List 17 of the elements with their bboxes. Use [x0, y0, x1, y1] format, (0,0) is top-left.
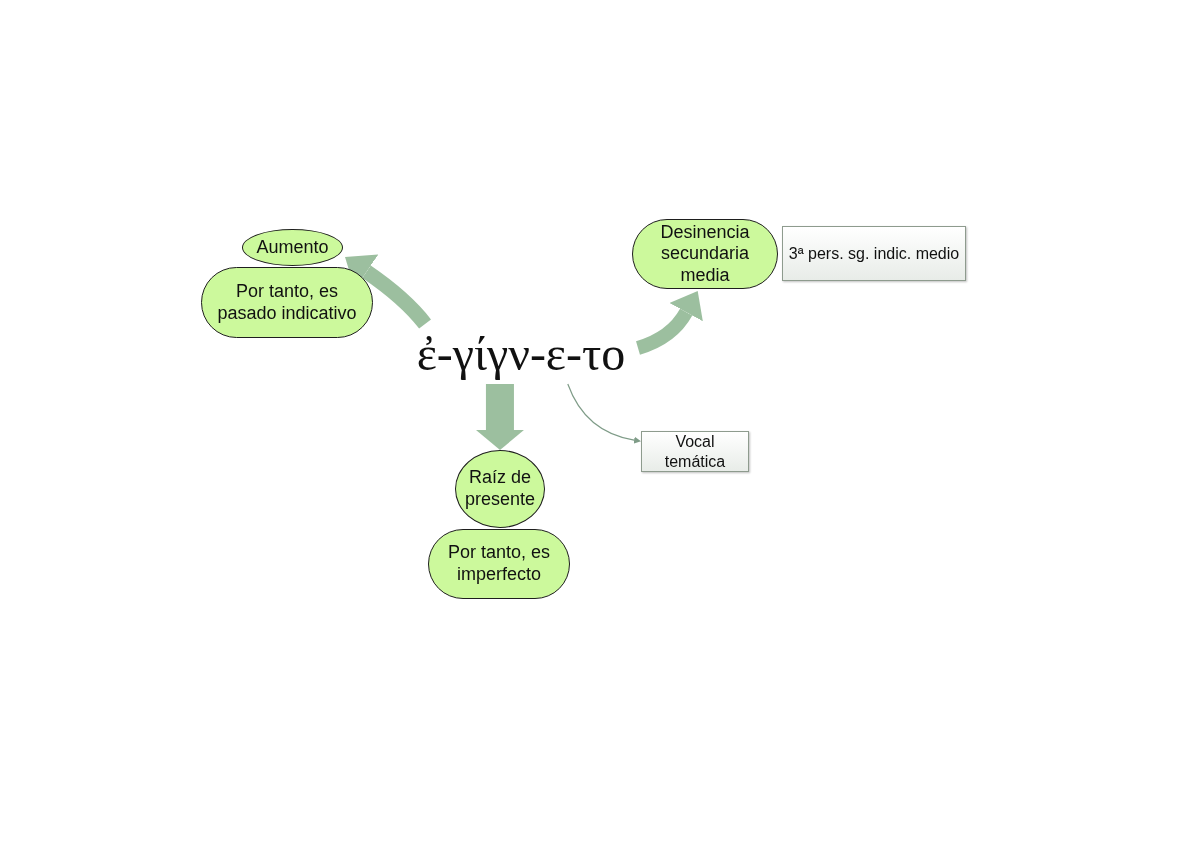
- node-label: Aumento: [256, 236, 329, 259]
- rounded-node: [201, 267, 373, 338]
- rounded-node: [632, 219, 778, 289]
- note-rectangle: [641, 431, 749, 472]
- node-label: Por tanto, es pasado indicativo: [216, 280, 358, 325]
- node-label: Desinencia secundaria media: [659, 221, 751, 287]
- curved-arrow: [635, 291, 703, 355]
- block-arrow: [476, 384, 524, 450]
- curved-arrow: [345, 254, 431, 329]
- thin-arrow: [567, 383, 641, 444]
- node-label: Por tanto, es imperfecto: [446, 542, 552, 586]
- greek-word: ἐ-γίγν-ε-το: [404, 324, 638, 384]
- node-label: 3ª pers. sg. indic. medio: [788, 243, 960, 264]
- node-label: Vocal temática: [663, 432, 727, 471]
- note-rectangle: [782, 226, 966, 281]
- node-label: Raíz de presente: [463, 467, 537, 511]
- ellipse-node: [242, 229, 343, 266]
